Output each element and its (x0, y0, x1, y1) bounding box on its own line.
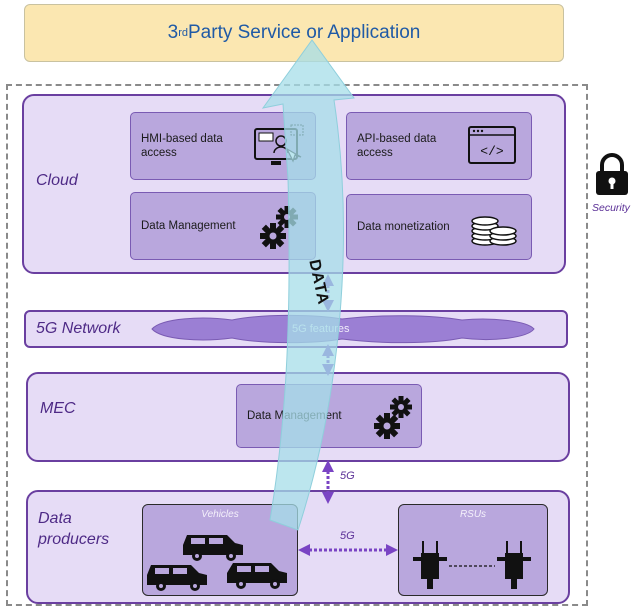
code-window-icon: </> (468, 126, 516, 164)
mec-data-management-card: Data Management (236, 384, 422, 448)
hmi-access-label: HMI-based data access (141, 133, 223, 159)
hmi-screen-icon (254, 124, 304, 165)
data-monetization-label: Data monetization (357, 221, 450, 233)
svg-text:</>: </> (480, 144, 504, 159)
title-suffix: Party Service or Application (188, 22, 421, 43)
cloud-label: Cloud (36, 172, 78, 189)
title-sup: rd (178, 27, 188, 39)
api-access-label: API-based data access (357, 133, 437, 159)
rsus-label: RSUs (459, 509, 487, 520)
lock-icon (596, 153, 628, 195)
5g-features-label: 5G features (292, 323, 350, 335)
cloud-data-management-label: Data Management (141, 220, 236, 232)
rsus-box: RSUs (398, 504, 548, 596)
security-label: Security (592, 202, 630, 214)
mec-label: MEC (40, 400, 76, 417)
5g-horizontal-link-label: 5G (340, 530, 355, 542)
gears-icon (260, 206, 298, 249)
api-access-card: API-based data access </> (346, 112, 532, 180)
rsu-devices-icon (413, 541, 531, 589)
data-monetization-card: Data monetization (346, 194, 532, 260)
5g-vertical-link-label: 5G (340, 470, 355, 482)
data-producers-label: Data producers (38, 510, 110, 548)
mec-gears-icon (374, 396, 412, 439)
hmi-access-card: HMI-based data access (130, 112, 316, 180)
cars-icon (147, 535, 287, 591)
mec-data-management-label: Data Management (247, 410, 342, 422)
vehicles-box: Vehicles (142, 504, 298, 596)
title-prefix: 3 (167, 22, 179, 43)
5g-network-label: 5G Network (36, 320, 121, 337)
coins-icon (471, 216, 517, 246)
cloud-data-management-card: Data Management (130, 192, 316, 260)
vehicles-label: Vehicles (201, 509, 239, 520)
